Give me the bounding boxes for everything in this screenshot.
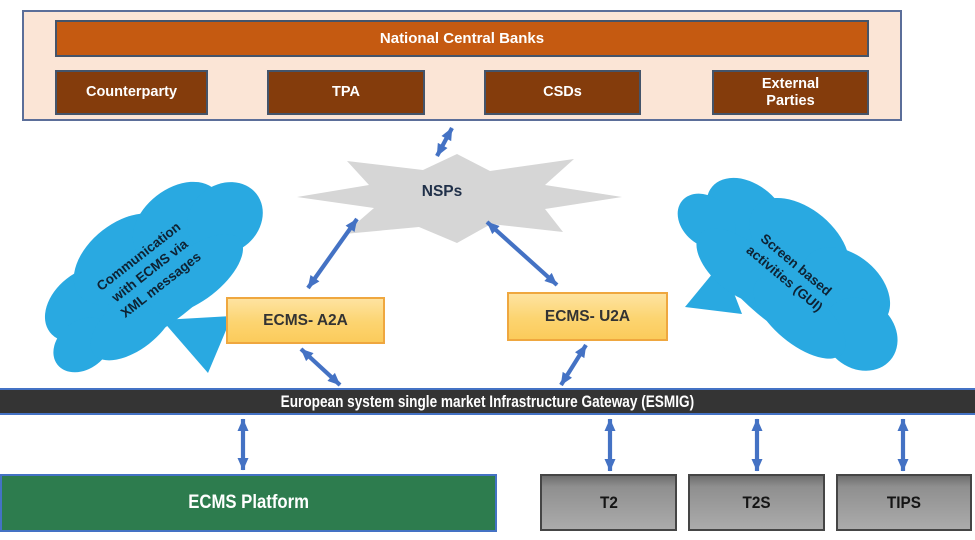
t2s-box: T2S [688,474,825,531]
t2-label: T2 [599,492,618,512]
stakeholder-box-external-parties: External Parties [712,70,869,115]
t2s-label: T2S [742,492,771,512]
arrow-nsps-u2a [485,220,559,287]
ecms-a2a-box: ECMS- A2A [226,297,385,344]
nsps-label: NSPs [421,183,463,200]
stakeholder-box-tpa: TPA [267,70,425,115]
esmig-gateway-label: European system single market Infrastruc… [280,391,695,411]
left-cloud-annotation: Communication with ECMS via XML messages [93,219,204,321]
tips-label: TIPS [886,492,922,512]
national-central-banks-banner: National Central Banks [55,20,869,57]
stakeholder-box-csds: CSDs [484,70,641,115]
tips-box: TIPS [836,474,972,531]
arrow-nsps-a2a [306,217,359,290]
arrow-a2a-esmig [299,347,342,387]
stakeholder-panel: National Central Banks Counterparty TPA … [22,10,902,121]
stakeholder-box-counterparty: Counterparty [55,70,208,115]
ecms-u2a-box: ECMS- U2A [507,292,668,341]
esmig-gateway-bar: European system single market Infrastruc… [0,388,975,415]
arrow-panel-nsps [435,127,454,157]
t2-box: T2 [540,474,677,531]
ecms-platform-box: ECMS Platform [0,474,497,532]
right-cloud-annotation: Screen based activities (GUI) [743,230,835,315]
ecms-platform-label: ECMS Platform [188,492,309,513]
arrow-u2a-esmig [559,343,588,387]
